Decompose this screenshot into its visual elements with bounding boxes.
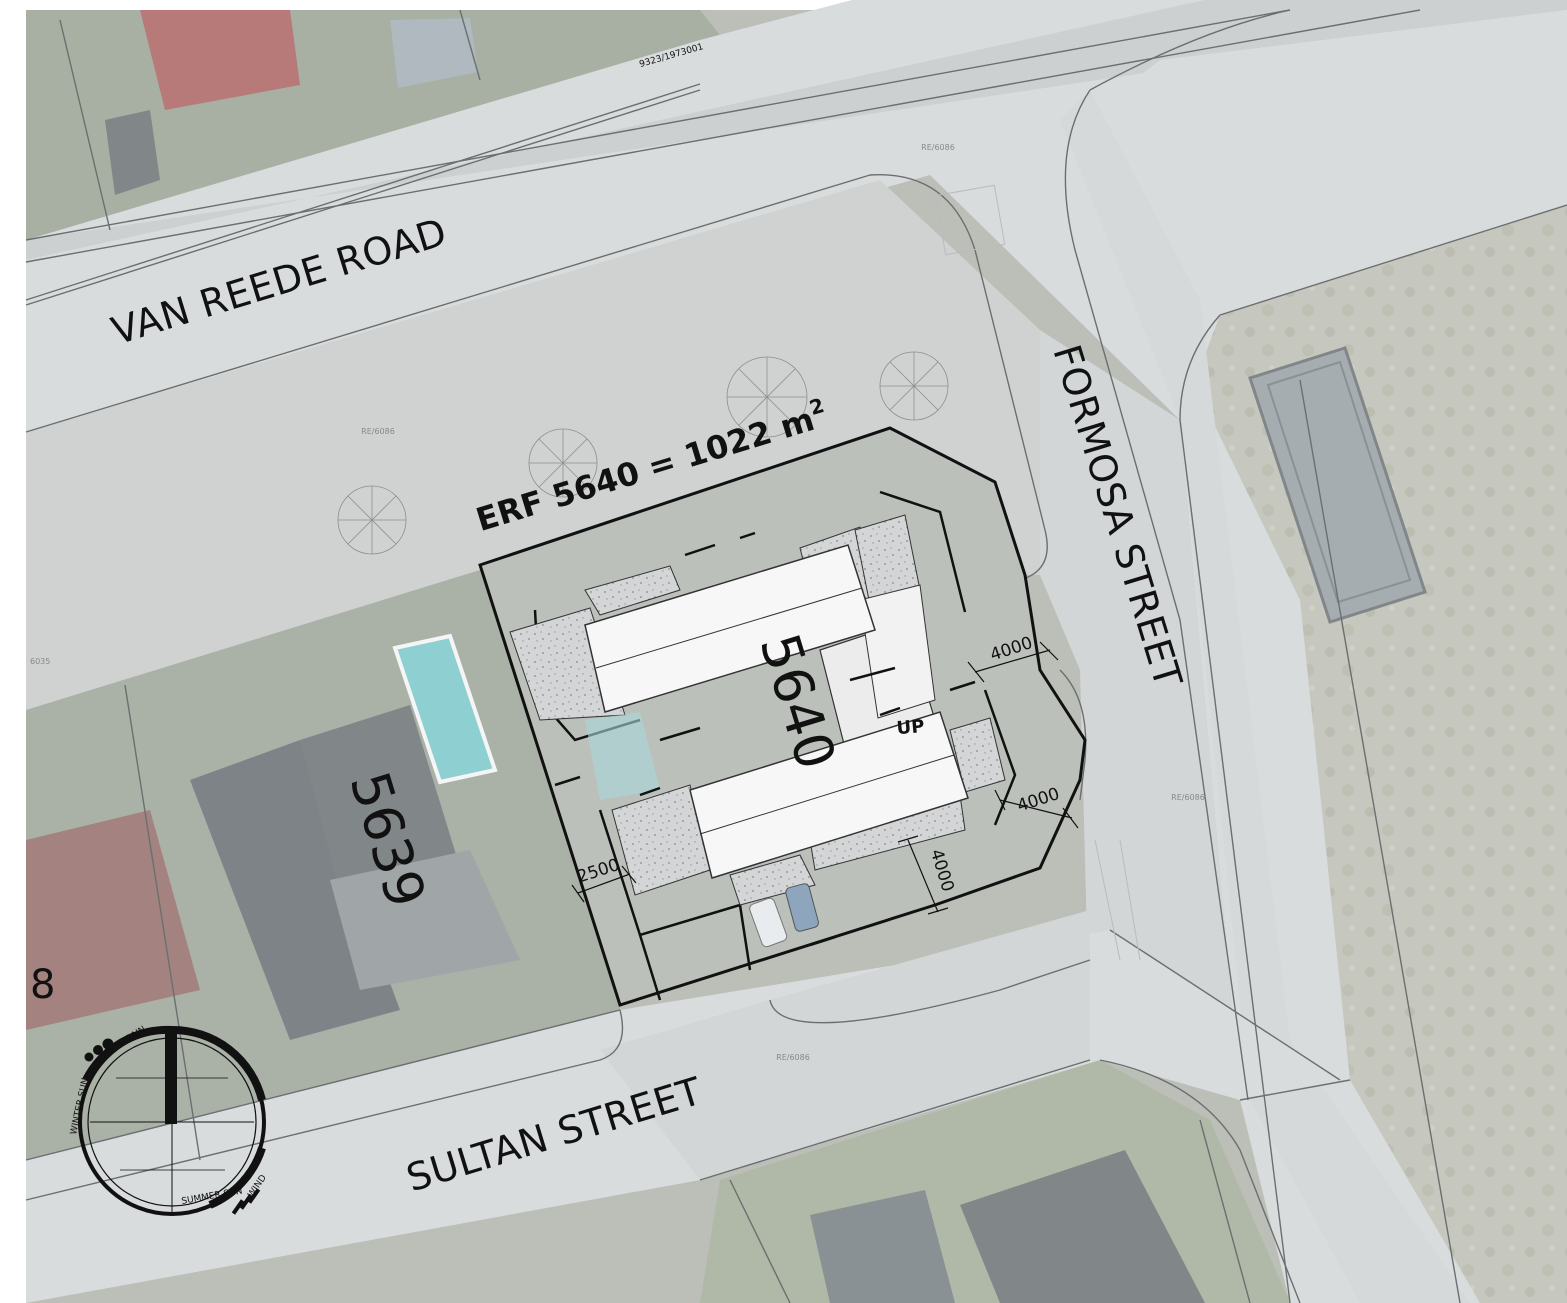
north-arrow bbox=[165, 1028, 177, 1124]
erf-number-partial: 8 bbox=[30, 962, 55, 1008]
street-trees bbox=[337, 351, 949, 555]
re-label: RE/6086 bbox=[921, 143, 955, 152]
re-label: RE/6086 bbox=[361, 427, 395, 436]
road-lines bbox=[25, 9, 1567, 1303]
car-blue bbox=[785, 883, 819, 932]
re-label: RE/6086 bbox=[1171, 793, 1205, 802]
red-roof-house bbox=[140, 10, 300, 110]
rain-dot bbox=[102, 1038, 114, 1050]
house-partial-roof bbox=[26, 810, 200, 1030]
dimension-lines bbox=[571, 641, 1079, 915]
stair-up-label: UP bbox=[896, 716, 926, 739]
rain-dot bbox=[93, 1045, 103, 1055]
building-south bbox=[689, 711, 969, 879]
rain-dot bbox=[84, 1052, 94, 1062]
building-north bbox=[584, 544, 876, 713]
wind-bar bbox=[239, 1194, 253, 1210]
shed-roof bbox=[390, 18, 478, 88]
south-house-roof bbox=[960, 1150, 1205, 1303]
climate-compass: RAIN WINTER SUN SUMMER SUN WIND bbox=[69, 1025, 269, 1216]
east-building-roof bbox=[1248, 346, 1427, 624]
house-5639-roof bbox=[190, 740, 400, 1040]
wind-bar bbox=[247, 1188, 261, 1204]
car-white bbox=[749, 897, 788, 948]
wind-bar bbox=[231, 1199, 245, 1215]
re-label: RE/6086 bbox=[776, 1053, 810, 1062]
left-edge-label: 6035 bbox=[30, 657, 50, 666]
van-reede-verge bbox=[26, 180, 1040, 710]
swimming-pool bbox=[392, 633, 498, 785]
